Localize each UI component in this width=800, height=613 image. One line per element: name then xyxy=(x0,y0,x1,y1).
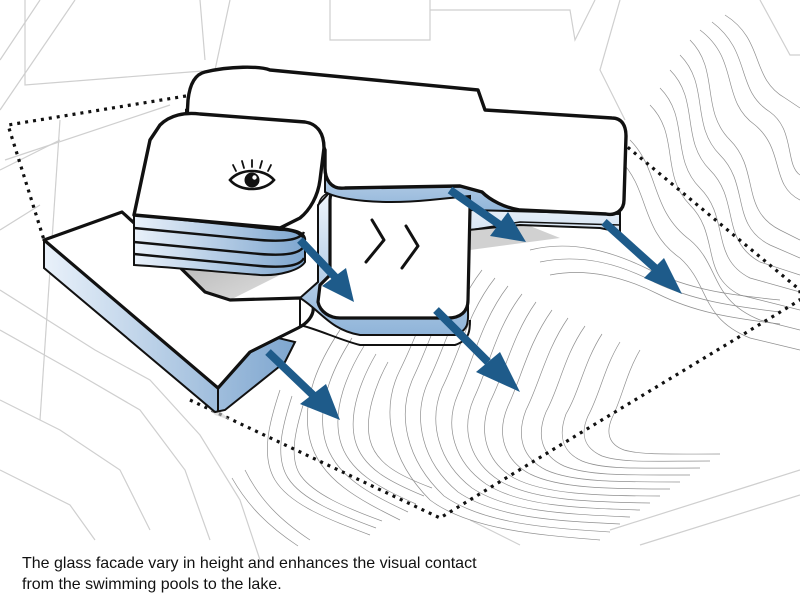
context-lines xyxy=(0,0,800,561)
caption-line-2: from the swimming pools to the lake. xyxy=(22,576,282,593)
eye-icon xyxy=(228,159,276,191)
arrow-icon xyxy=(447,186,526,242)
mid-block xyxy=(316,184,472,320)
arrow-icon xyxy=(265,349,340,420)
diagram-caption: The glass facade vary in height and enha… xyxy=(22,553,642,595)
arrow-icon xyxy=(433,307,520,392)
view-arrows xyxy=(265,186,682,420)
arrow-icon xyxy=(297,237,354,302)
double-chevron-icon xyxy=(364,218,420,270)
caption-line-1: The glass facade vary in height and enha… xyxy=(22,555,477,572)
site-boundary xyxy=(5,94,800,520)
stacked-tower xyxy=(132,111,326,277)
arrow-icon xyxy=(601,219,682,294)
